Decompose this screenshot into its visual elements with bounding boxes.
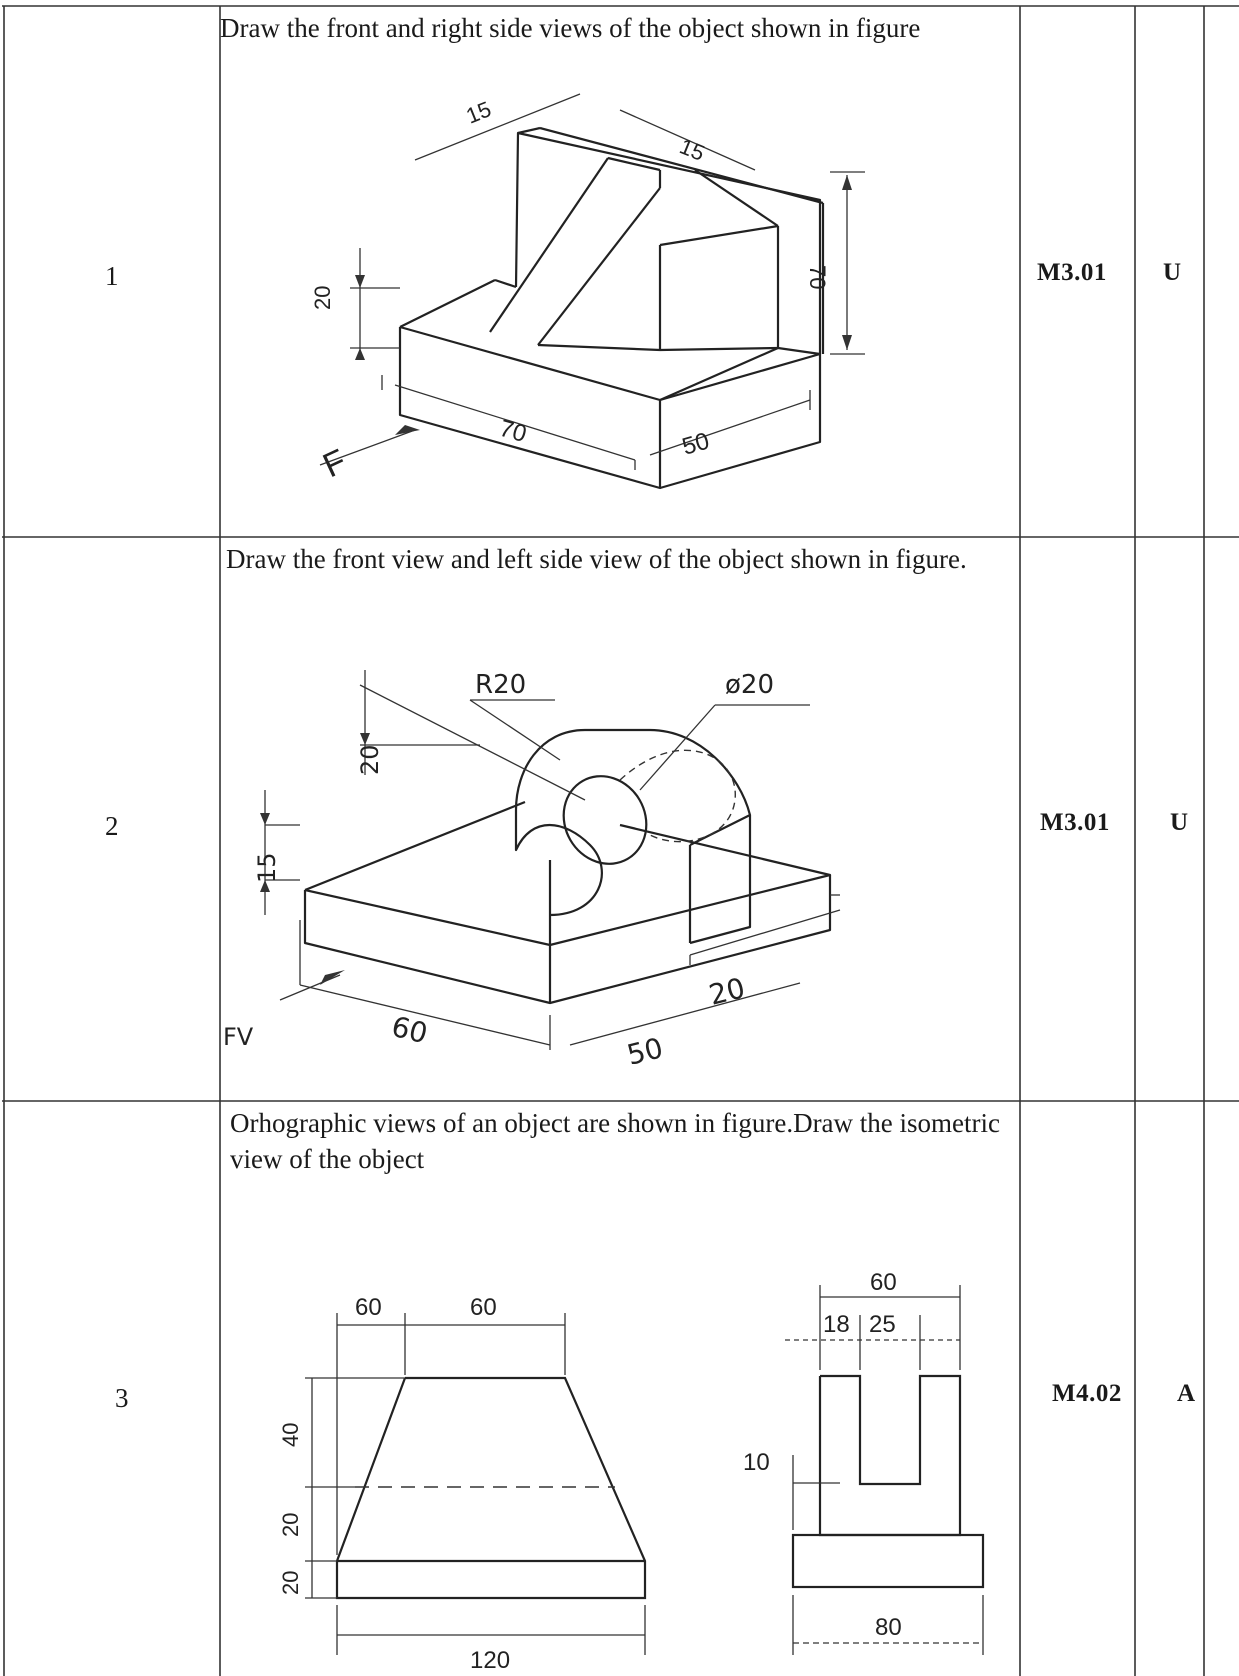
fig2-dim-base: 15 <box>253 852 281 883</box>
row-2-isometric-figure: R20 ø20 20 15 60 50 20 FV <box>223 670 841 1072</box>
fig3-front-dim-h3: 20 <box>278 1571 303 1595</box>
fig3-front-dim-bottom: 120 <box>470 1647 510 1674</box>
row-1-code: M3.01 <box>1037 259 1107 286</box>
row-2-code: M3.01 <box>1040 809 1110 836</box>
fig3-side-base <box>791 1533 985 1589</box>
fig3-side-dim-left: 10 <box>743 1449 770 1476</box>
fig2-view-label: FV <box>223 1023 254 1051</box>
fig1-base-front-face <box>398 325 662 490</box>
fig3-front-dim-top-left: 60 <box>355 1294 382 1321</box>
fig3-front-outline <box>335 1376 647 1600</box>
fig3-front-dim-h2: 20 <box>278 1513 303 1537</box>
fig2-dim-radius: R20 <box>475 670 526 700</box>
fig1-dim-height: 70 <box>805 265 830 289</box>
row-1-question: Draw the front and right side views of t… <box>220 13 921 43</box>
row-3-number: 3 <box>115 1383 129 1413</box>
fig1-dim-width: 50 <box>679 427 712 460</box>
fig1-base-right-face <box>659 352 822 490</box>
fig3-side-dim-mid2: 25 <box>869 1311 896 1338</box>
row-2-level: U <box>1170 809 1189 836</box>
fig1-view-label: F <box>317 442 352 485</box>
fig3-side-dim-bottom: 80 <box>875 1614 902 1641</box>
row-2-question: Draw the front view and left side view o… <box>226 544 967 574</box>
row-3-code: M4.02 <box>1052 1380 1122 1407</box>
fig3-side-upright <box>818 1374 962 1537</box>
fig3-front-dim-h1: 40 <box>278 1423 303 1447</box>
row-1-number: 1 <box>105 261 119 291</box>
row-2-number: 2 <box>105 811 119 841</box>
row-3-level: A <box>1177 1380 1196 1407</box>
row-3-question: Orhographic views of an object are shown… <box>230 1108 1001 1174</box>
fig2-dim-width: 50 <box>624 1031 667 1072</box>
row-3-side-view: 60 18 25 10 80 <box>743 1269 985 1655</box>
fig2-dim-length: 60 <box>388 1010 431 1051</box>
row-1-isometric-figure: 15 15 70 20 70 50 F <box>310 93 865 490</box>
fig3-side-dim-mid: 18 <box>823 1311 850 1338</box>
fig3-side-dim-top: 60 <box>870 1269 897 1296</box>
row-1-level: U <box>1163 259 1182 286</box>
fig1-dim-top-left: 15 <box>463 96 495 128</box>
fig1-dim-top-right: 15 <box>676 133 708 165</box>
fig2-dim-thickness: 20 <box>706 971 749 1012</box>
fig2-dim-hole: ø20 <box>725 670 774 700</box>
fig3-front-dim-top-right: 60 <box>470 1294 497 1321</box>
row-3-front-view: 60 60 40 20 20 120 <box>278 1294 647 1674</box>
fig1-dim-base: 20 <box>310 286 335 310</box>
fig2-dim-upright: 20 <box>356 744 384 775</box>
